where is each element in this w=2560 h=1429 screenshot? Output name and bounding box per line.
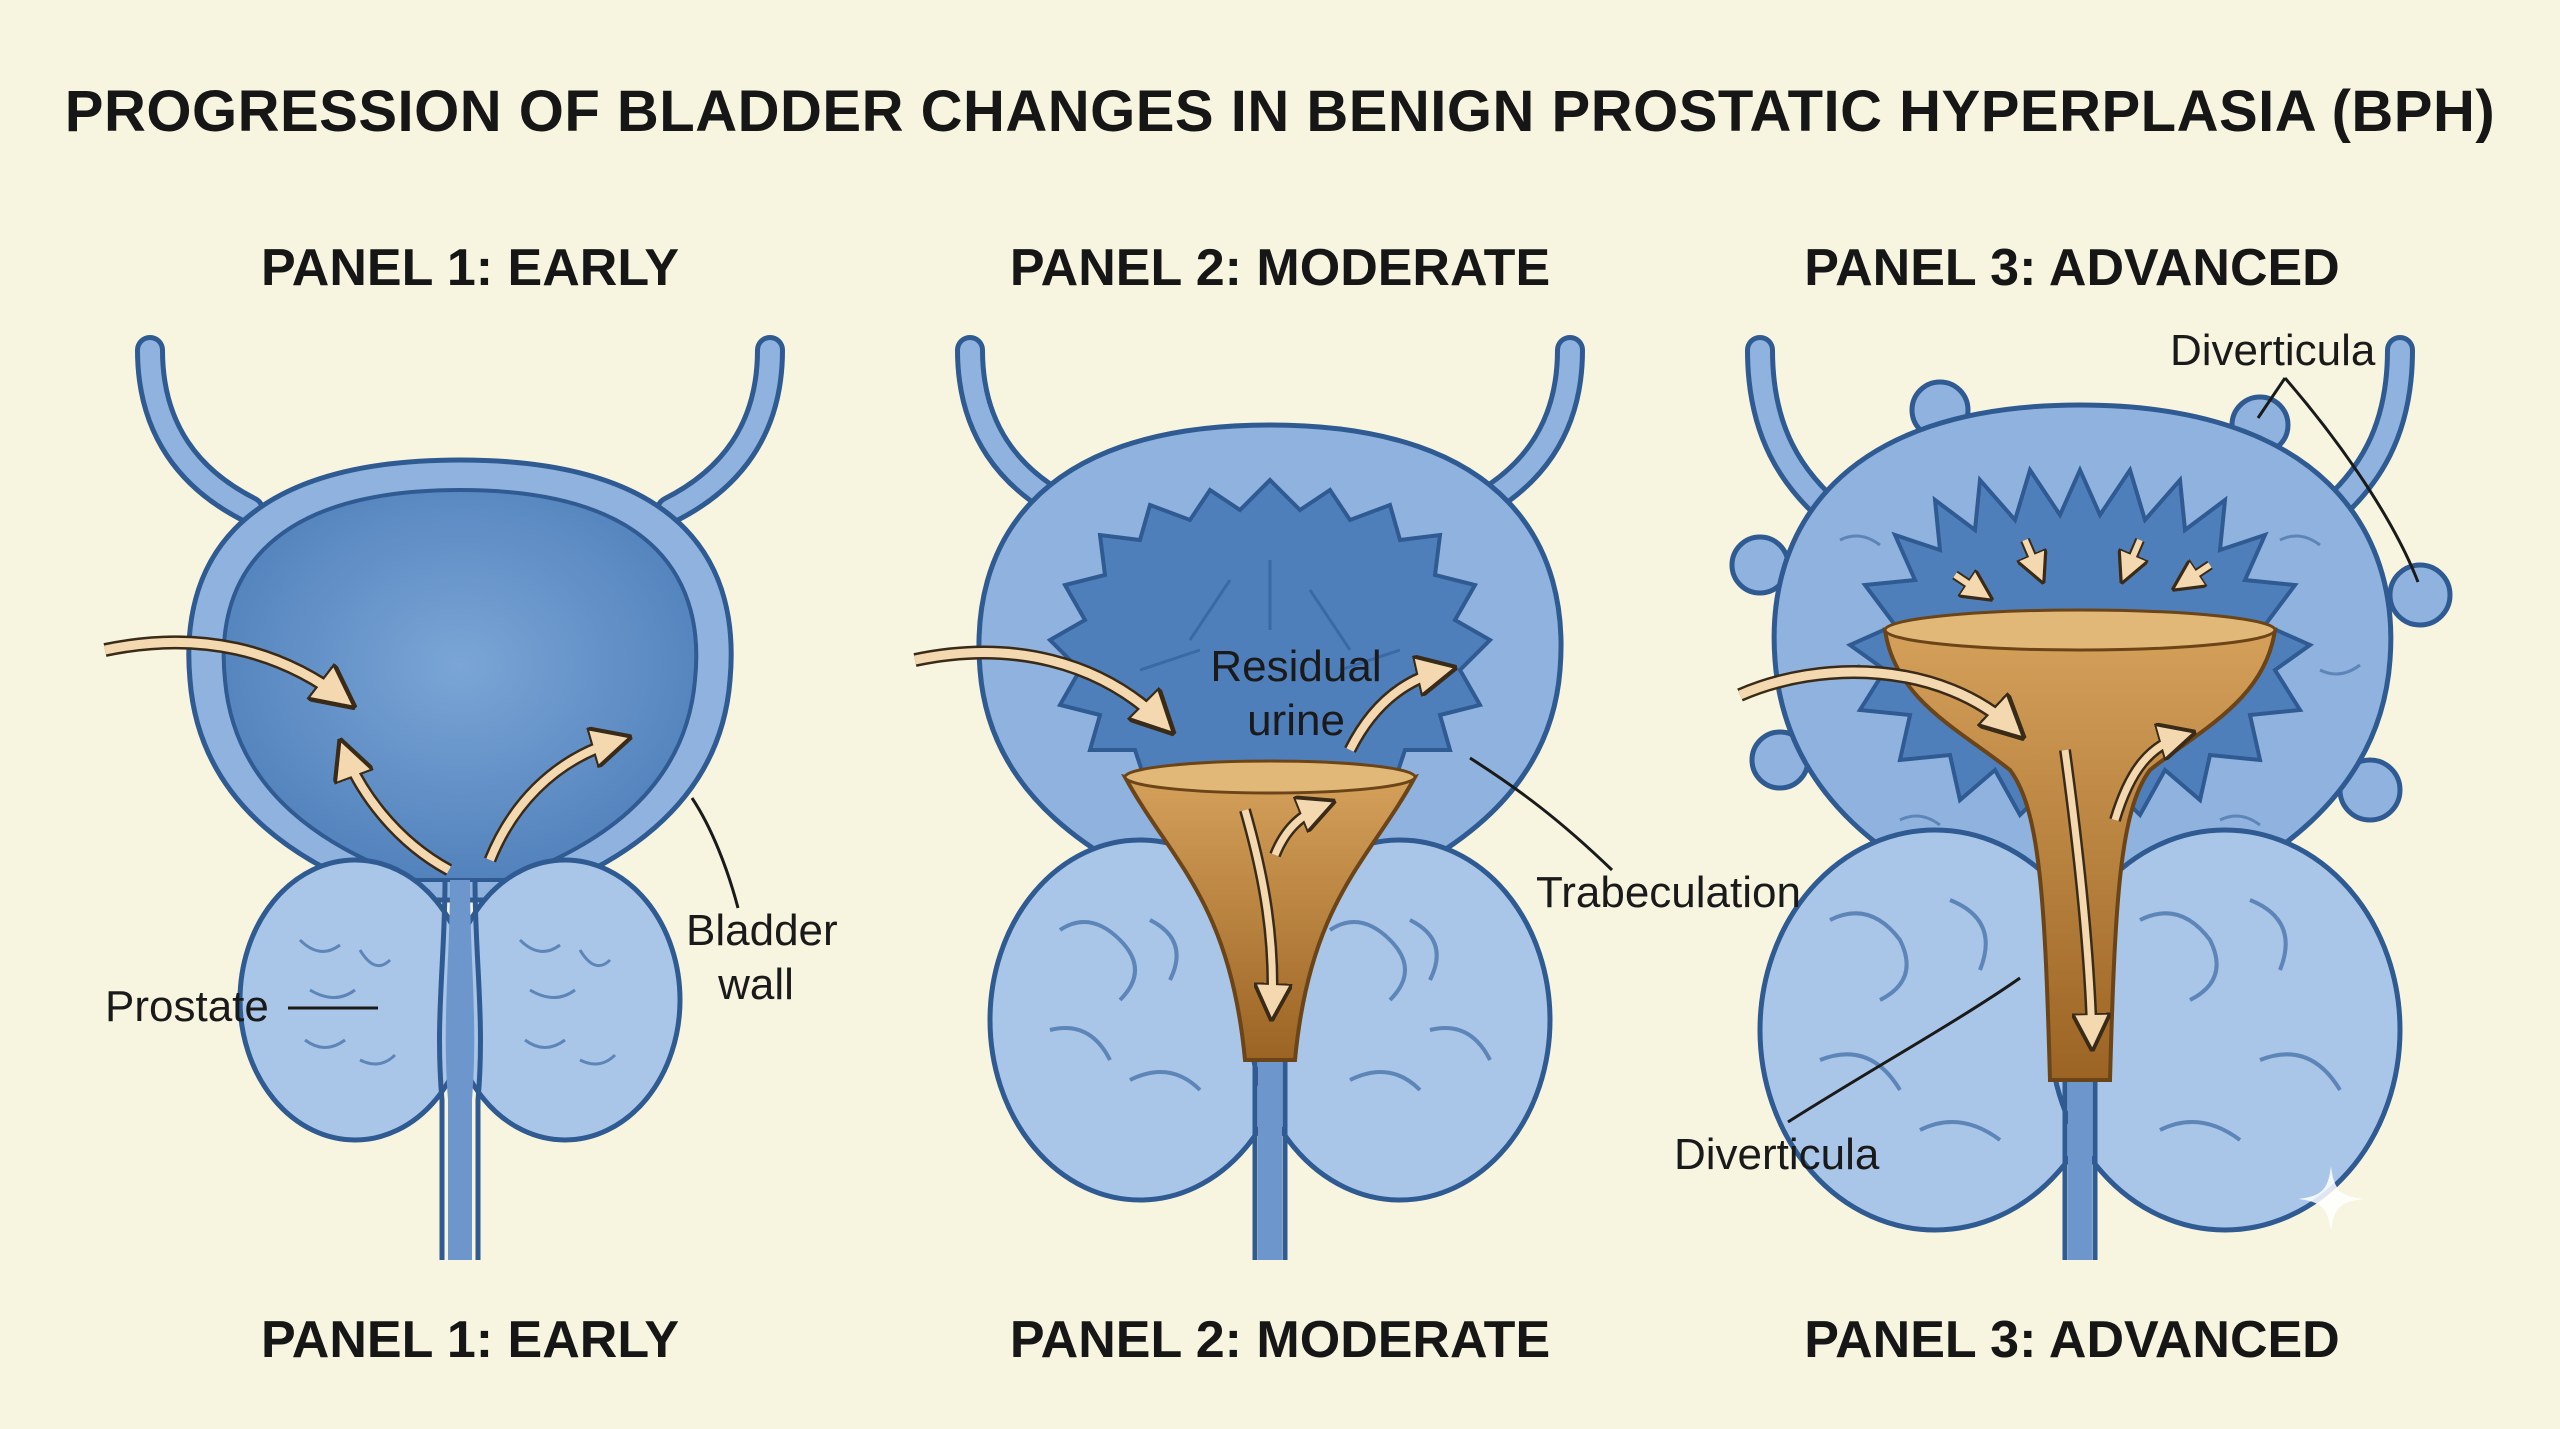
diverticula-top-leader-1 xyxy=(2256,377,2287,419)
panel-2-illustration xyxy=(913,335,1585,1260)
bladder-wall-label-line-2: wall xyxy=(718,960,794,1009)
panel-3-heading: PANEL 3: ADVANCED xyxy=(1804,239,2340,297)
panel-2-footer: PANEL 2: MODERATE xyxy=(1009,1311,1551,1369)
panel-1-footer: PANEL 1: EARLY xyxy=(260,1311,680,1369)
prostate-label: Prostate xyxy=(105,982,269,1031)
panel-3-footer: PANEL 3: ADVANCED xyxy=(1804,1311,2340,1369)
diverticula-bottom-leader xyxy=(1787,976,2021,1124)
bladder-wall-label: Bladder wall xyxy=(686,904,838,1012)
diverticula-top-label: Diverticula xyxy=(2170,326,2376,375)
bladder-wall-label-line-1: Bladder xyxy=(686,906,838,955)
diverticula-bottom-label: Diverticula xyxy=(1674,1130,1880,1179)
panel-2-heading: PANEL 2: MODERATE xyxy=(1009,239,1551,297)
trabeculation-leader xyxy=(1469,756,1614,872)
trabeculation-label: Trabeculation xyxy=(1536,868,1801,917)
residual-urine-label-line-2: urine xyxy=(1247,696,1345,745)
residual-urine-label-line-1: Residual xyxy=(1210,642,1382,691)
panel-1-illustration xyxy=(103,335,785,1260)
panel-3-illustration xyxy=(1729,335,2453,1260)
diverticula-top-leader-2 xyxy=(2283,377,2420,583)
urethra xyxy=(437,879,483,1260)
bladder-wall-leader xyxy=(690,797,740,909)
page-title: PROGRESSION OF BLADDER CHANGES IN BENIGN… xyxy=(64,79,2496,144)
residual-urine-label: Residual urine xyxy=(1186,640,1406,748)
diverticula-outpouchings xyxy=(1729,379,2453,823)
panel-1-heading: PANEL 1: EARLY xyxy=(260,239,680,297)
sparkle-icon xyxy=(2298,1166,2364,1232)
